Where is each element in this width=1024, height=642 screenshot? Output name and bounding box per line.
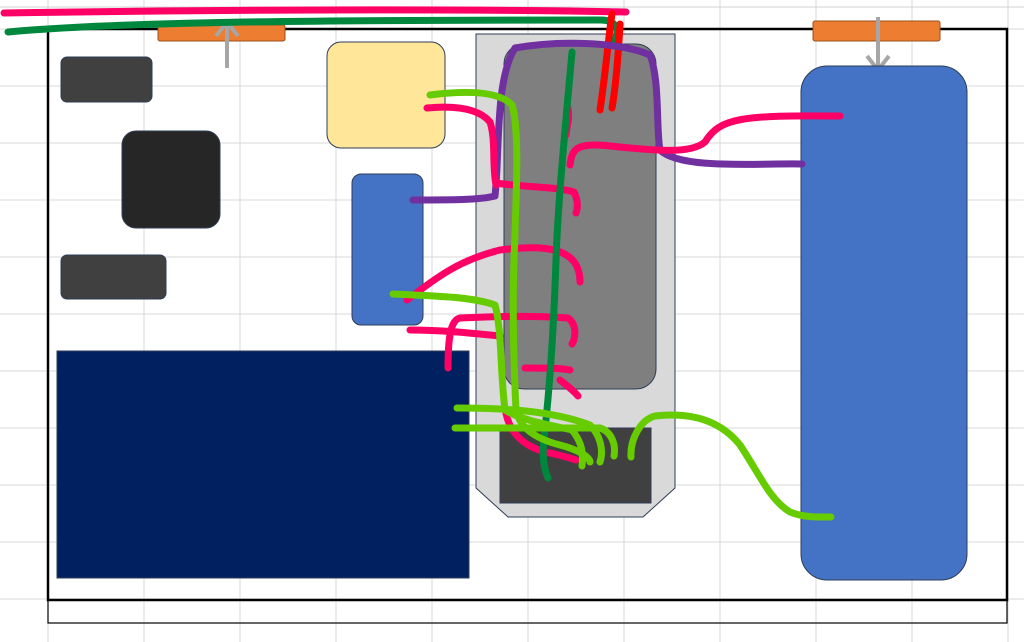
wire-top-green (4, 16, 621, 48)
dark-block-top (60, 56, 153, 103)
wire-purple-loop (409, 39, 806, 204)
wire-red-vertical (596, 10, 624, 114)
dark-block-bottom (60, 254, 167, 300)
wire-lime-low-2 (451, 424, 618, 460)
small-blue-block (351, 173, 424, 326)
wire-pink-right (566, 112, 844, 169)
wire-lime-blue (389, 290, 586, 470)
navy-panel (56, 350, 470, 579)
black-square-block (121, 130, 221, 229)
wire-pink-yellow (423, 103, 500, 189)
wire-top-pink (0, 6, 630, 17)
wires-layer (0, 6, 844, 521)
center-gray-block (503, 43, 657, 390)
wire-pink-mid-2 (403, 244, 584, 304)
tall-blue-block (800, 65, 968, 581)
wire-lime-low-1 (453, 404, 606, 466)
arrow-up-left (214, 18, 240, 68)
wire-lime-yellow (426, 88, 594, 466)
wire-lime-right (627, 411, 835, 521)
enclosure-base-strip (47, 599, 1008, 624)
